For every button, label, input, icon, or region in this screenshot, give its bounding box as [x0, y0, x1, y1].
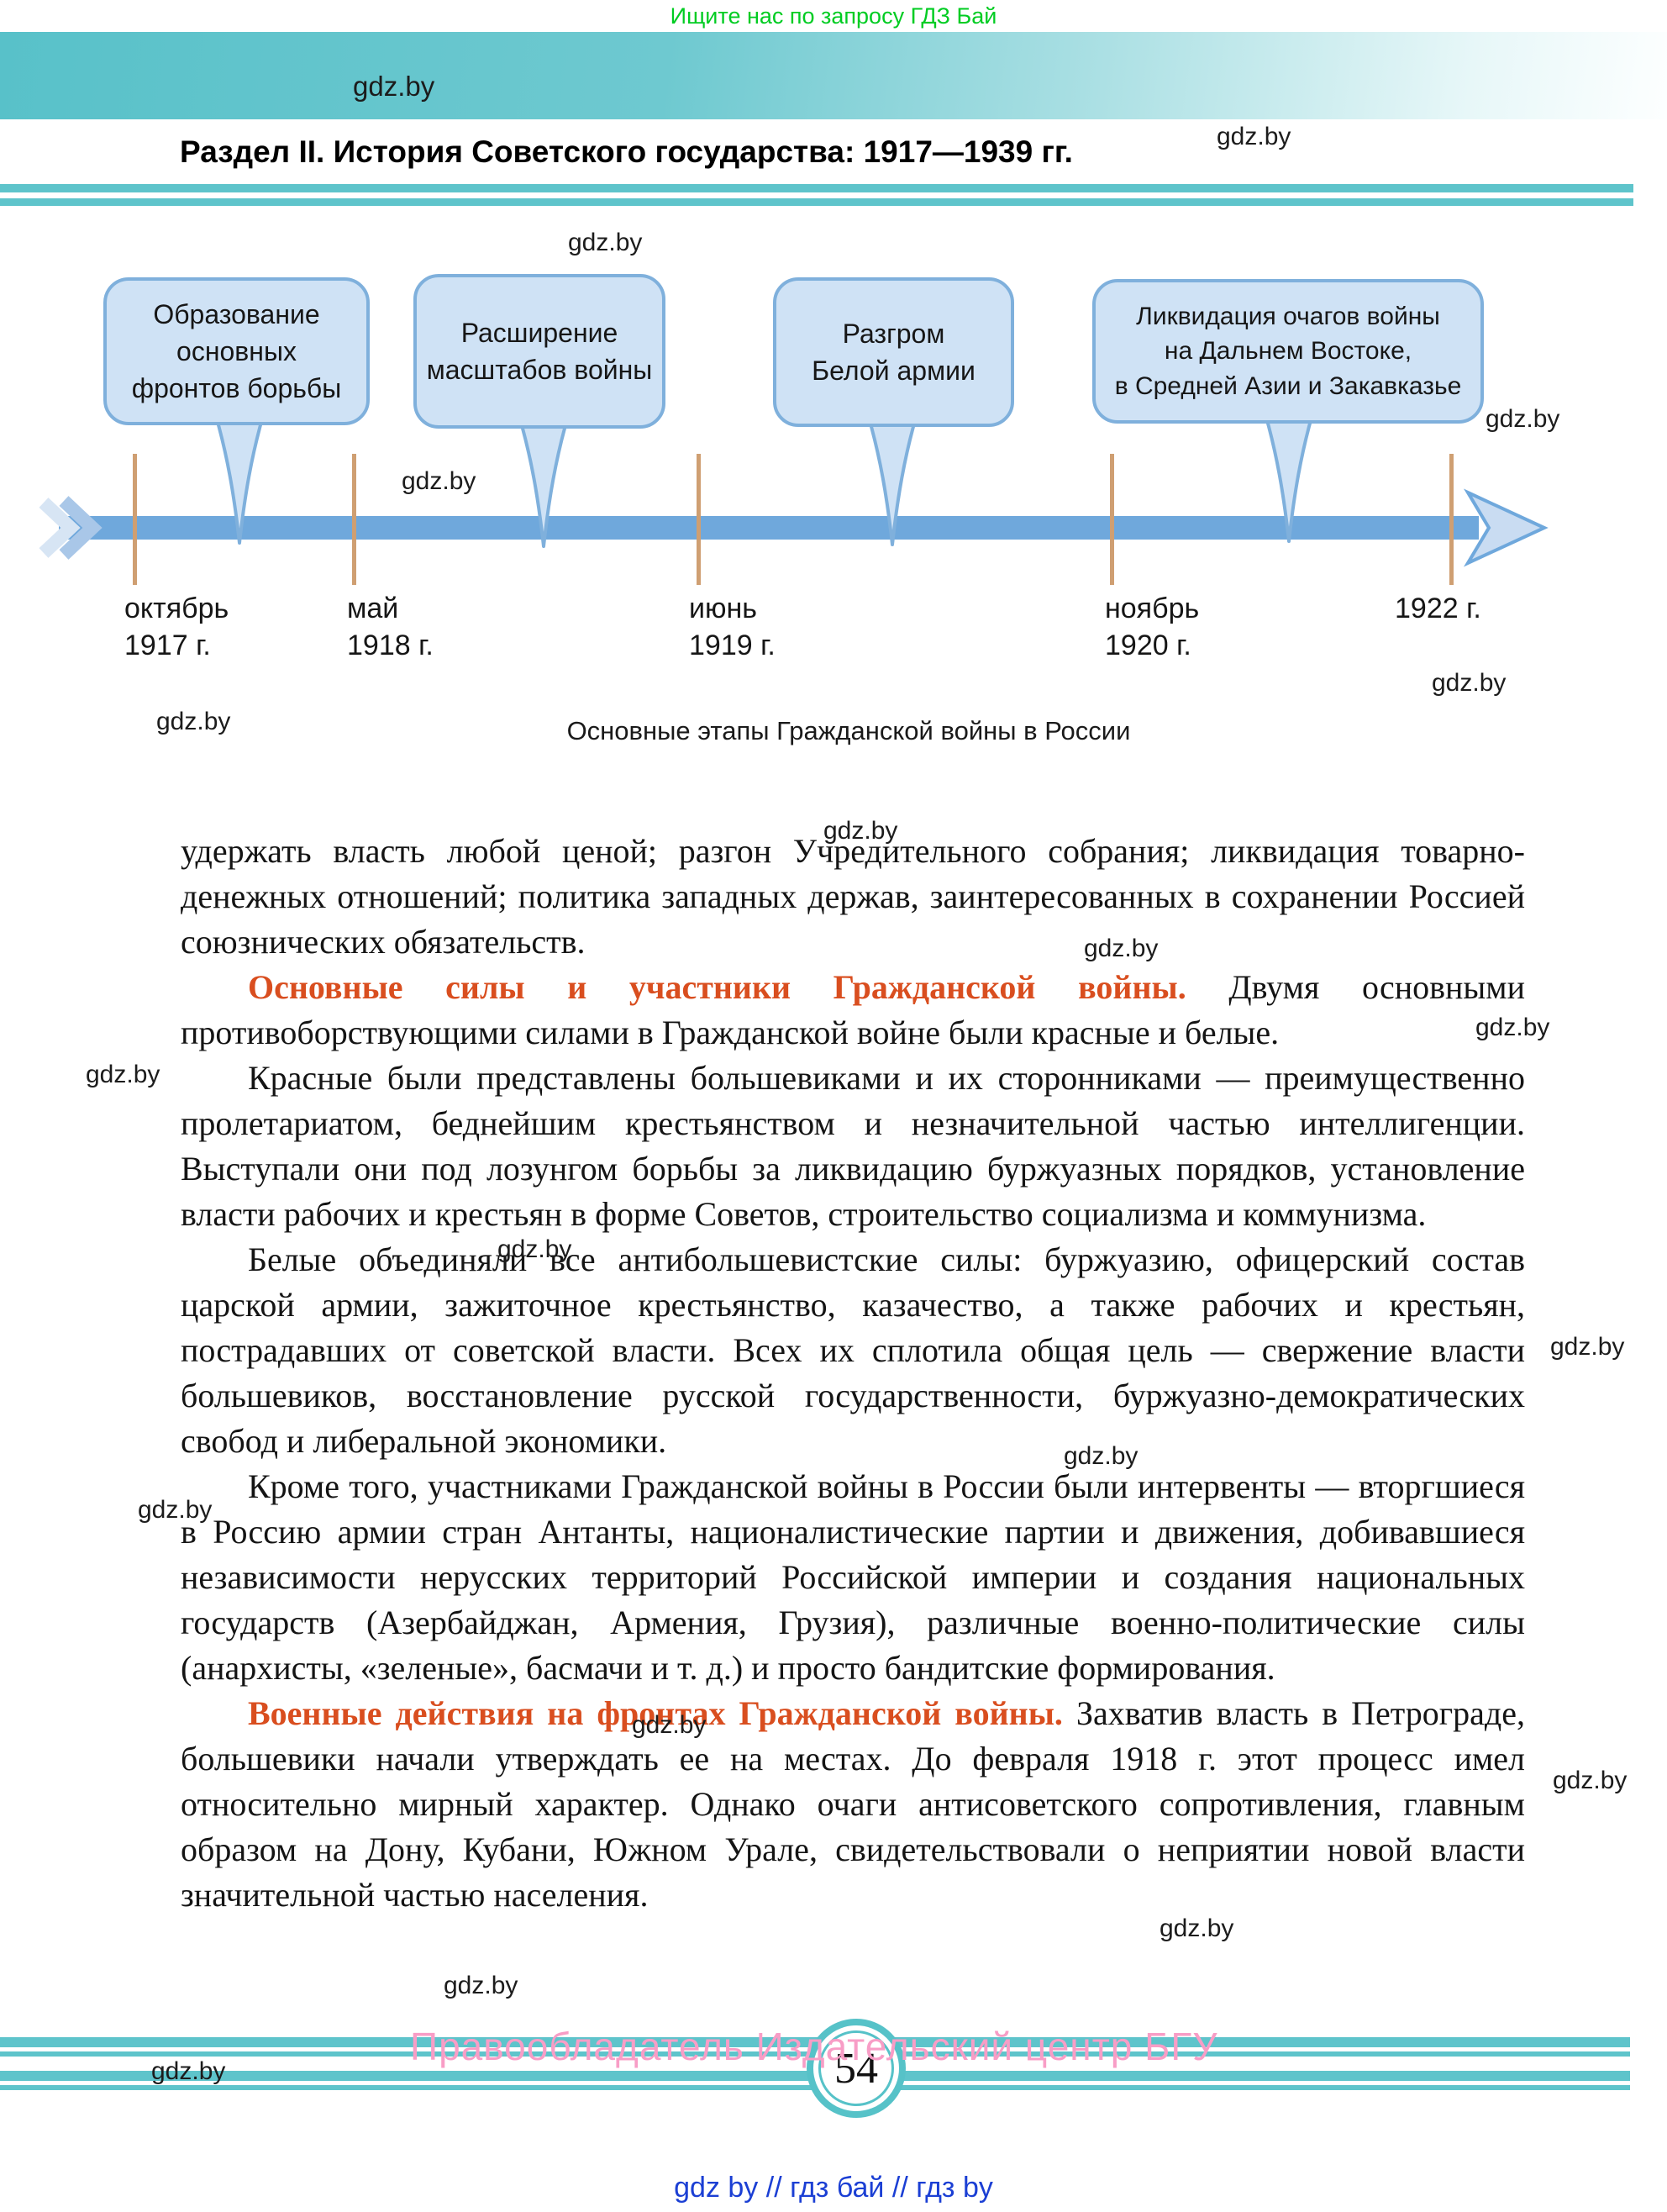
page-number-badge: 54 [807, 2019, 906, 2118]
callout-line: Белой армии [812, 356, 975, 386]
paragraph: Красные были представлены большевиками и… [181, 1056, 1525, 1237]
callout-line: основных [176, 335, 297, 366]
paragraph-text: удержать власть любой ценой; разгон Учре… [181, 832, 1525, 961]
paragraph-text: Кроме того, участниками Гражданской войн… [181, 1467, 1525, 1687]
bubble-tail [213, 408, 266, 545]
timeline-band [59, 516, 1479, 540]
watermark: gdz.by [1084, 935, 1159, 962]
watermark: gdz.by [1553, 1767, 1628, 1794]
paragraph-heading: Основные силы и участники Гражданской во… [248, 968, 1229, 1006]
watermark: gdz.by [353, 71, 435, 102]
timeline-tick [697, 454, 701, 585]
timeline-date: ноябрь 1920 г. [1105, 590, 1199, 664]
date-year: 1917 г. [124, 629, 211, 661]
watermark: gdz.by [1160, 1914, 1234, 1942]
paragraph-heading: Военные действия на фронтах Гражданской … [248, 1694, 1076, 1732]
watermark: gdz.by [138, 1496, 213, 1524]
timeline-tick [133, 454, 137, 585]
watermark: gdz.by [1486, 405, 1560, 433]
timeline-start-chevron-icon [39, 498, 81, 558]
timeline-callout: Расширение масштабов войны [413, 274, 665, 429]
paragraph: Белые объединяли все антибольшевистские … [181, 1237, 1525, 1464]
timeline-date: май 1918 г. [347, 590, 434, 664]
watermark: gdz.by [1475, 1014, 1550, 1041]
paragraph: Военные действия на фронтах Гражданской … [181, 1691, 1525, 1918]
paragraph: Основные силы и участники Гражданской во… [181, 965, 1525, 1056]
paragraph-text: Захватив власть в Петрограде, большевики… [181, 1694, 1525, 1914]
watermark: gdz.by [1550, 1333, 1625, 1361]
date-month: октябрь [124, 592, 229, 624]
watermark: gdz.by [156, 708, 231, 735]
paragraph-text: Двумя основными противоборствующими сила… [181, 968, 1526, 1051]
watermark: gdz.by [632, 1711, 707, 1739]
callout-line: Ликвидация очагов войны [1136, 302, 1440, 330]
callout-line: в Средней Азии и Закавказье [1114, 371, 1462, 400]
watermark: gdz.by [151, 2057, 226, 2085]
timeline-callout: Образование основных фронтов борьбы [103, 277, 370, 425]
copyright-text: Правообладатель Издательский центр БГУ [410, 2025, 1218, 2068]
timeline-arrowhead-icon [1463, 488, 1549, 567]
bubble-tail [517, 412, 571, 548]
divider-rule [0, 184, 1633, 192]
timeline-tick [1449, 454, 1454, 585]
callout-line: Разгром [842, 318, 945, 349]
page-number-ring: 54 [818, 2030, 894, 2106]
page-title: Раздел II. История Советского государств… [180, 134, 1073, 169]
timeline-callout: Ликвидация очагов войны на Дальнем Восто… [1092, 279, 1484, 424]
timeline-graphic [39, 454, 1549, 585]
timeline-start-chevron-icon [59, 496, 103, 560]
watermark: gdz.by [86, 1061, 160, 1088]
watermark: gdz.by [497, 1235, 572, 1263]
watermark: gdz.by [444, 1972, 518, 1999]
top-banner-text: Ищите нас по запросу ГДЗ Бай [670, 3, 997, 29]
paragraph-text: Красные были представлены большевиками и… [181, 1059, 1525, 1233]
date-month: июнь [689, 592, 757, 624]
header-bar [0, 32, 1667, 119]
callout-line: Образование [153, 298, 320, 329]
watermark: gdz.by [823, 817, 898, 845]
figure-caption: Основные этапы Гражданской войны в Росси… [566, 716, 1131, 745]
bubble-tail [865, 410, 919, 546]
callout-line: Расширение [460, 317, 618, 348]
date-month: ноябрь [1105, 592, 1200, 624]
page-number: 54 [834, 2044, 878, 2093]
callout-line: фронтов борьбы [131, 373, 342, 404]
paragraph: Кроме того, участниками Гражданской войн… [181, 1464, 1525, 1691]
footer-links[interactable]: gdz by // гдз бай // гдз by [674, 2172, 993, 2204]
watermark: gdz.by [402, 467, 476, 495]
callout-line: на Дальнем Востоке, [1164, 337, 1412, 366]
timeline-tick [352, 454, 356, 585]
date-year: 1918 г. [347, 629, 434, 661]
watermark: gdz.by [1432, 669, 1507, 697]
timeline-date: 1922 г. [1395, 590, 1481, 627]
date-year: 1920 г. [1105, 629, 1191, 661]
timeline-date: октябрь 1917 г. [124, 590, 229, 664]
timeline-date: июнь 1919 г. [689, 590, 776, 664]
date-year: 1922 г. [1395, 592, 1481, 624]
timeline-tick [1110, 454, 1114, 585]
date-month: май [347, 592, 399, 624]
watermark: gdz.by [1217, 123, 1291, 150]
date-year: 1919 г. [689, 629, 776, 661]
bubble-tail [1262, 407, 1316, 543]
watermark: gdz.by [1064, 1442, 1139, 1470]
divider-rule [0, 198, 1633, 206]
callout-line: масштабов войны [426, 355, 653, 385]
timeline-callout: Разгром Белой армии [773, 277, 1014, 427]
body-text: удержать власть любой ценой; разгон Учре… [181, 829, 1525, 1918]
paragraph: удержать власть любой ценой; разгон Учре… [181, 829, 1525, 965]
watermark: gdz.by [568, 229, 643, 256]
paragraph-text: Белые объединяли все антибольшевистские … [181, 1240, 1525, 1460]
